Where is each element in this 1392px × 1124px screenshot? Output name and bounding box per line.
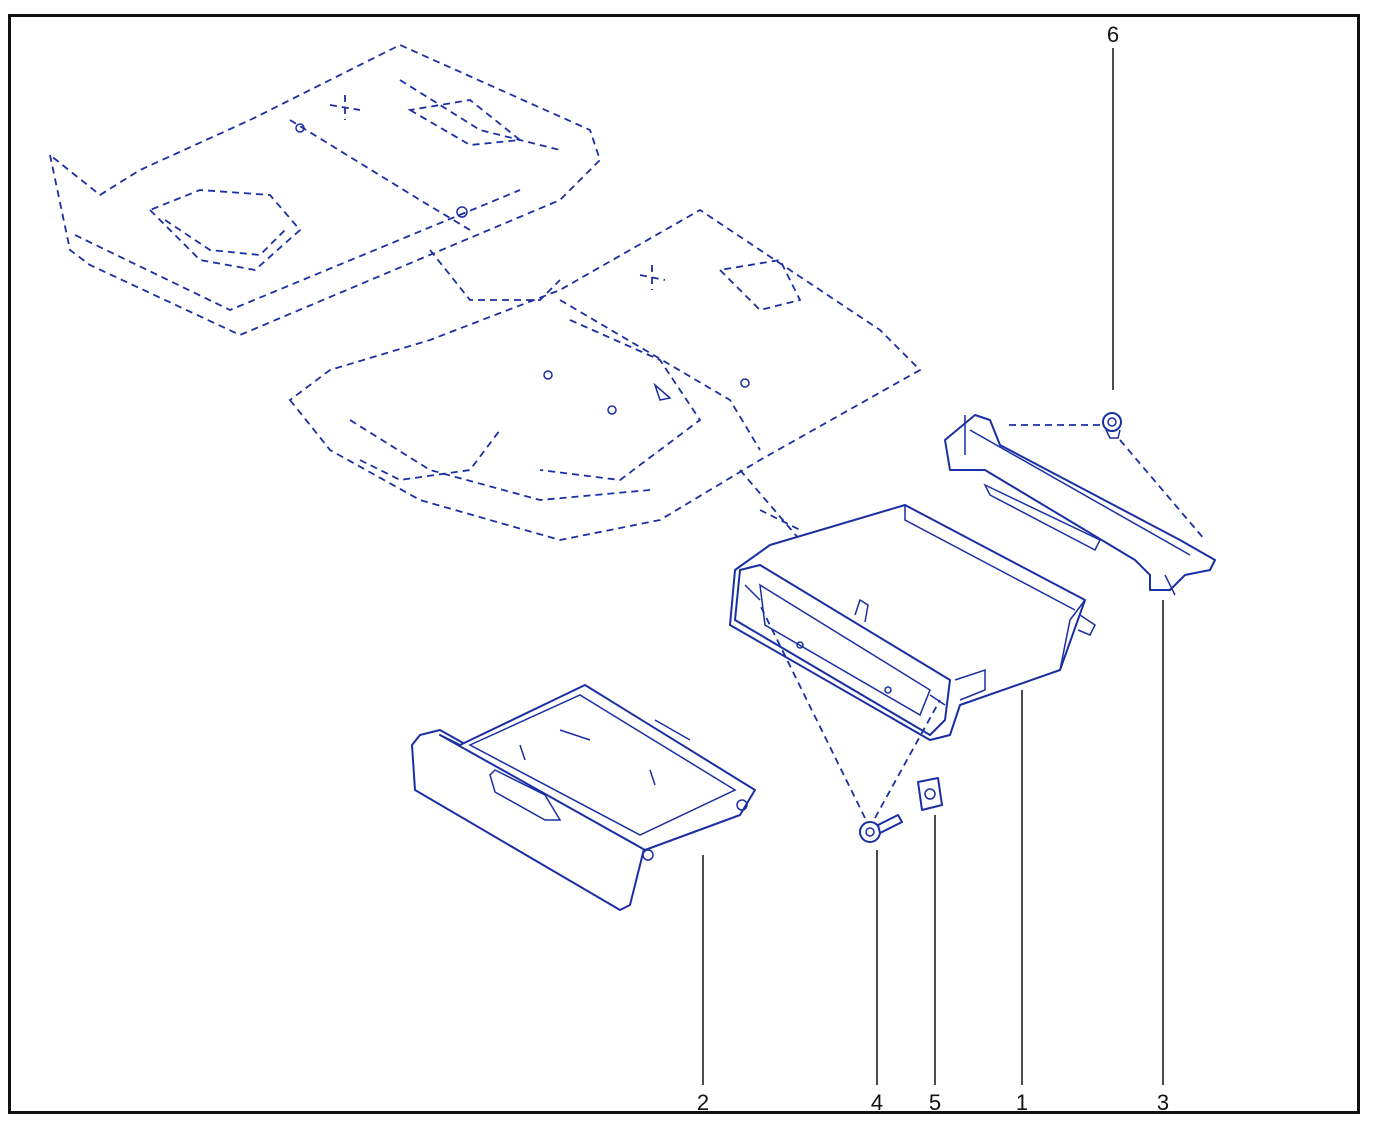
clip-arrow-right bbox=[1119, 439, 1206, 541]
callout-6-label: 6 bbox=[1107, 22, 1119, 47]
housing-guide-arrow bbox=[759, 509, 801, 531]
floor-carpet-phantom bbox=[48, 44, 922, 541]
part-3-bracket bbox=[944, 414, 1216, 596]
callout-5-label: 5 bbox=[929, 1090, 941, 1115]
callout-1-label: 1 bbox=[1016, 1090, 1028, 1115]
part-6-clip bbox=[1102, 412, 1122, 439]
callout-3-label: 3 bbox=[1157, 1090, 1169, 1115]
leader-lines bbox=[702, 48, 1164, 1085]
screw-arrow-left bbox=[759, 604, 866, 819]
callout-4-label: 4 bbox=[871, 1090, 883, 1115]
diagram-frame bbox=[8, 14, 1360, 1114]
callout-2-label: 2 bbox=[697, 1090, 709, 1115]
part-5-nut bbox=[917, 777, 943, 811]
part-4-screw bbox=[859, 814, 903, 843]
part-1-housing bbox=[729, 504, 1096, 741]
screw-arrow-right bbox=[874, 699, 941, 819]
part-2-drawer bbox=[411, 684, 756, 911]
